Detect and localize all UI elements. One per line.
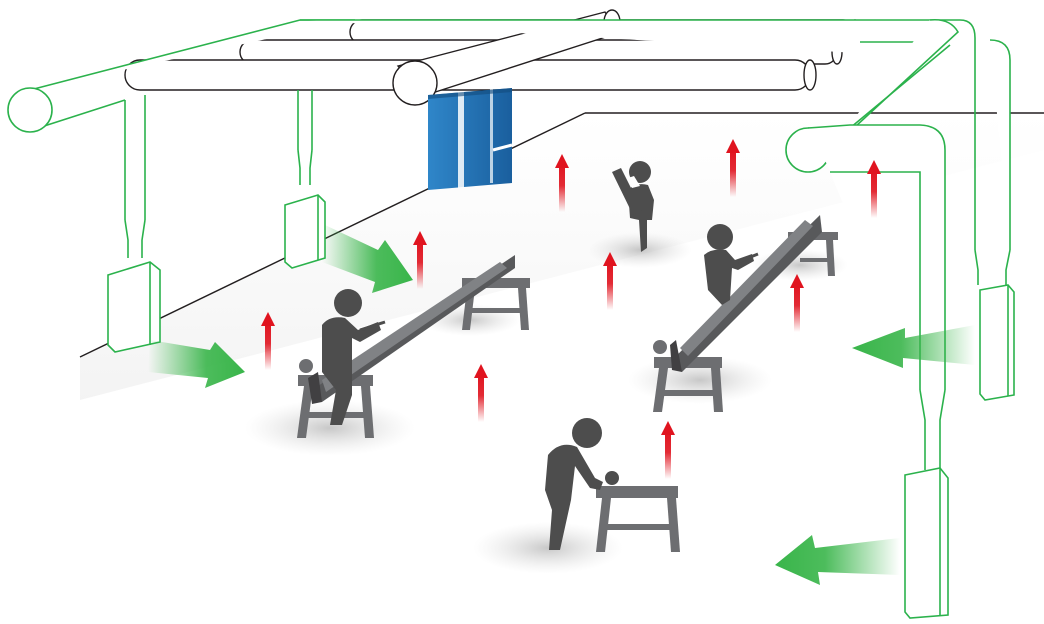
- air-handler-unit: [428, 88, 513, 190]
- worker: [322, 161, 759, 550]
- steel-beam: [308, 215, 822, 404]
- worker-bottom: [545, 418, 619, 550]
- worker-left: [322, 289, 386, 425]
- fresh-air-arrow: [148, 225, 975, 585]
- diffuser: [107, 194, 1015, 619]
- worker-right: [704, 224, 759, 305]
- ceiling-supply-duct: [7, 18, 1011, 470]
- worker-carrying: [612, 161, 654, 252]
